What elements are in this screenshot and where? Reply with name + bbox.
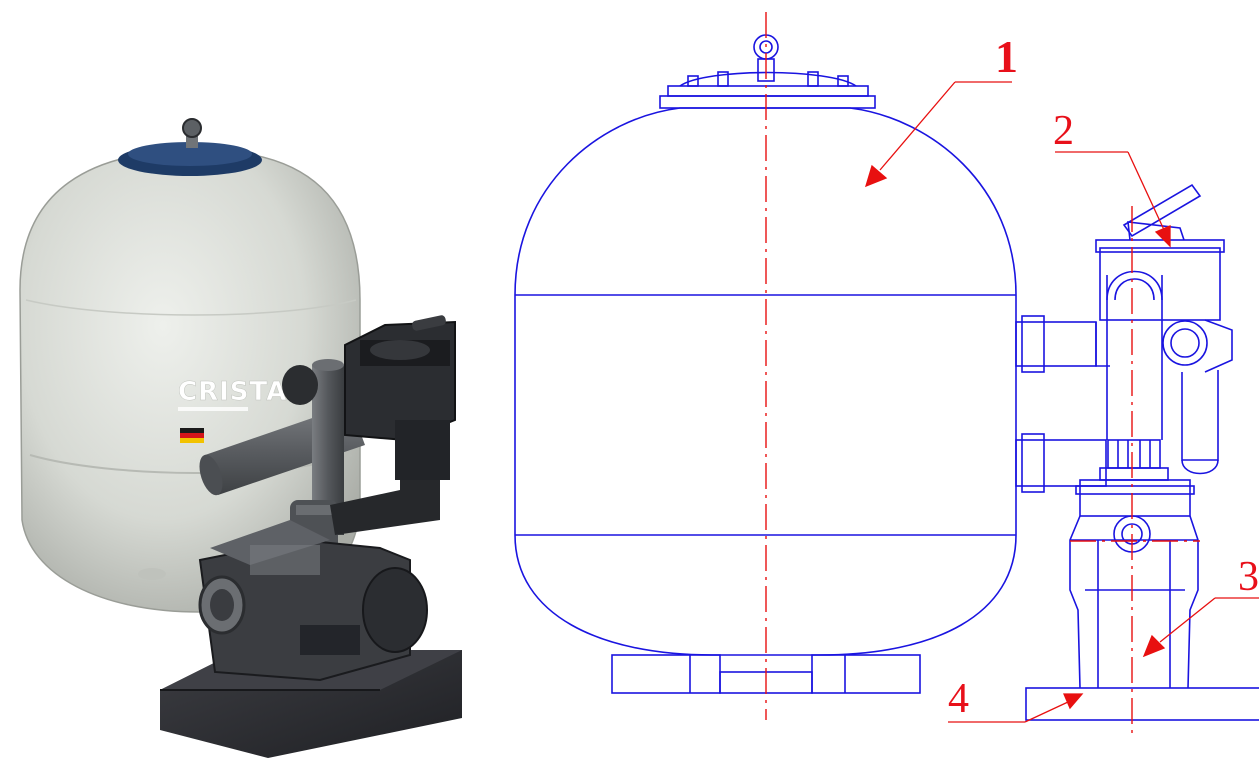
callout-leaders	[864, 81, 1259, 723]
tank-lid	[118, 118, 262, 176]
filter-tank	[19, 149, 361, 613]
callout-2: 2	[1053, 108, 1074, 154]
center-lines	[765, 12, 1200, 738]
callout-1: 1	[995, 31, 1018, 82]
valve-head	[1095, 183, 1233, 475]
technical-drawing	[514, 34, 1259, 721]
product-photo: CRISTALL	[19, 118, 462, 758]
pump-outline	[1069, 479, 1199, 689]
callout-4: 4	[948, 676, 969, 722]
base-plate-outline	[1025, 687, 1259, 721]
elbow-pipe	[282, 365, 440, 535]
multiport-valve	[344, 315, 456, 480]
side-ports	[1015, 315, 1107, 493]
callout-3: 3	[1238, 554, 1259, 600]
pump	[198, 520, 428, 682]
callout-labels: 1 2 3 4	[948, 31, 1259, 722]
tank-lid-outline	[659, 34, 876, 109]
riser-pipe	[1099, 439, 1169, 481]
flag-icon	[180, 428, 204, 443]
tank-outline	[514, 107, 1017, 656]
